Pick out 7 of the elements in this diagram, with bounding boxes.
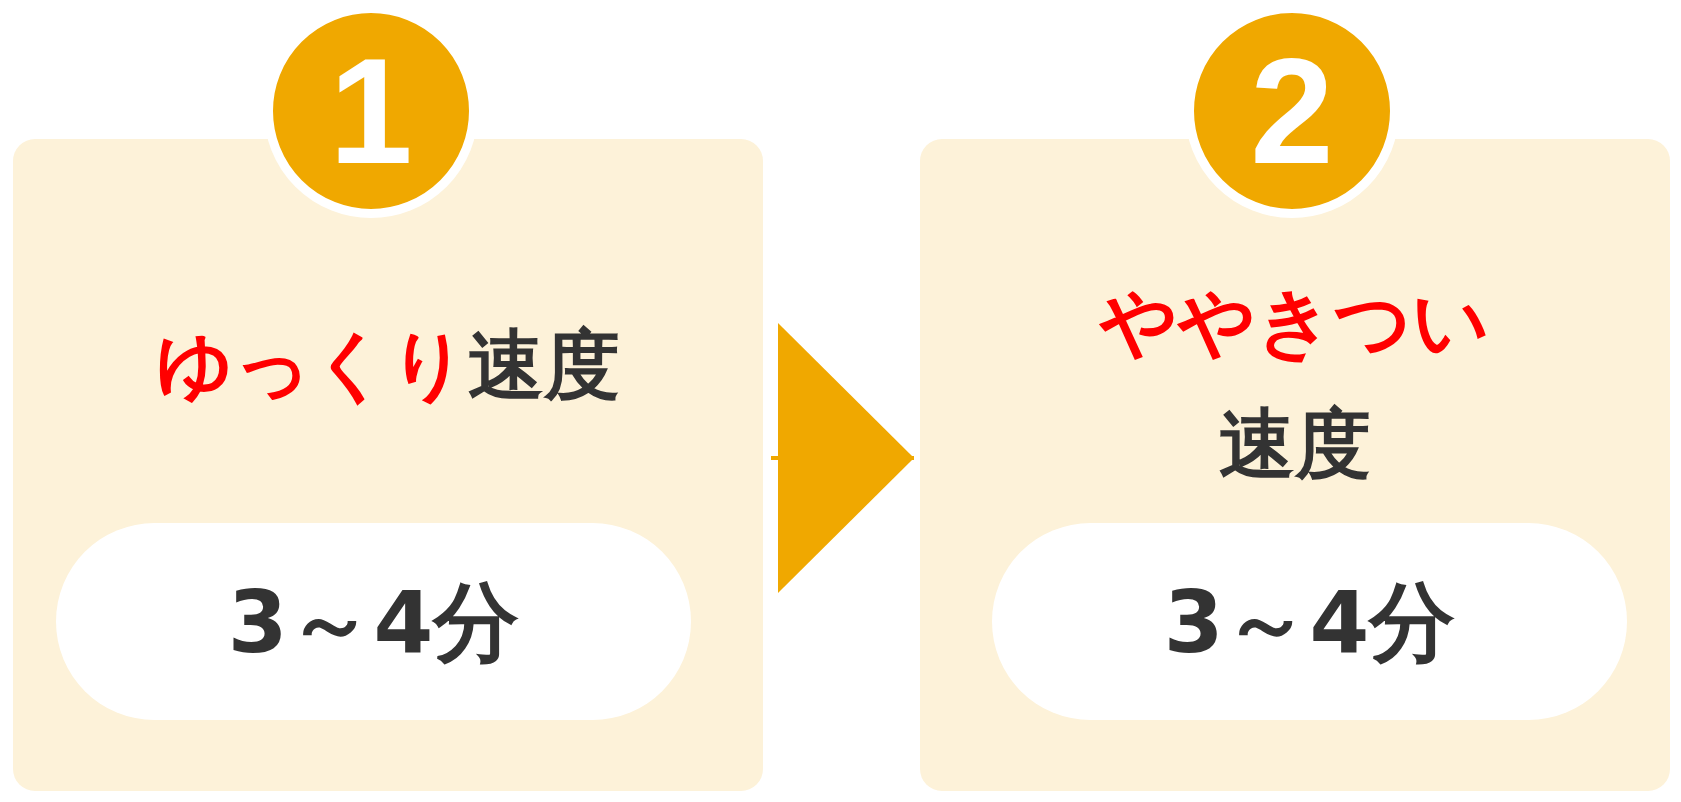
step-heading: ややきつい速度 — [1098, 276, 1491, 490]
duration-text: 3～4分 — [1163, 578, 1456, 665]
step-number: 2 — [1250, 36, 1334, 186]
duration-text: 3～4分 — [227, 578, 520, 665]
step-number: 1 — [329, 36, 413, 186]
step-heading: ゆっくり速度 — [156, 319, 620, 411]
arrow — [771, 323, 914, 593]
